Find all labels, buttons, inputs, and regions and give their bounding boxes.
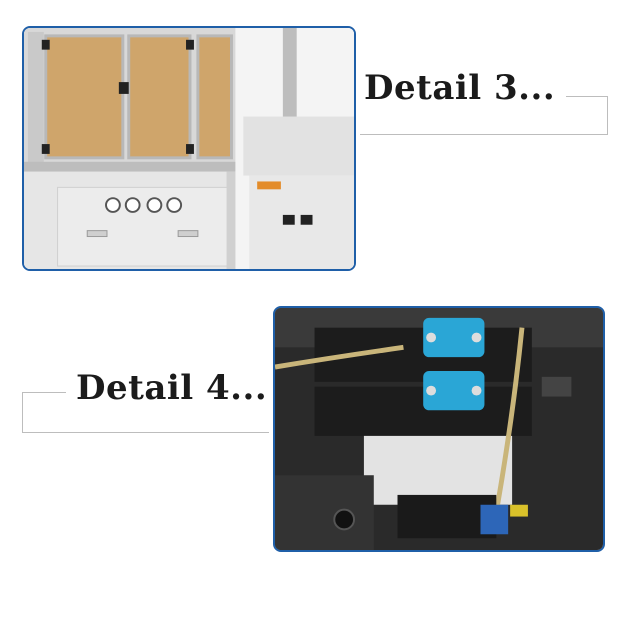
cabinet-machine-illustration [24, 28, 354, 269]
detail-4-caption: Detail 4... [76, 368, 268, 408]
detail-3-caption: Detail 3... [364, 68, 556, 108]
detail-4-bracket-tab [22, 392, 66, 393]
hydraulic-valves-illustration [275, 308, 603, 550]
detail-4-photo [273, 306, 605, 552]
detail-3-photo [22, 26, 356, 271]
detail-4-bracket-line [22, 392, 269, 433]
detail-3-bracket-line [360, 96, 608, 135]
detail-3-bracket-tab [566, 96, 607, 97]
